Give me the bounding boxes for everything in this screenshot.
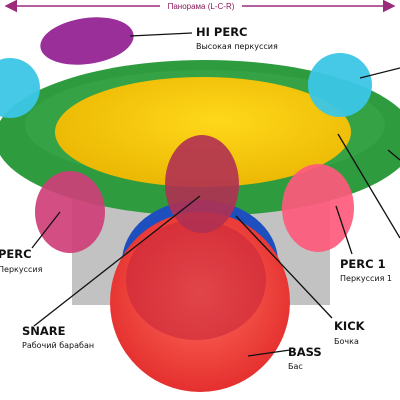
perc-left-title: PERC [0,247,32,261]
leader-lines [31,32,400,357]
leader-snare [33,195,201,327]
perc1-circle [282,164,354,252]
label-hi-perc: HI PERC Высокая перкуссия [196,25,278,51]
bass-subtitle: Бас [288,362,303,371]
leader-bass [247,349,291,357]
label-kick: KICK Бочка [334,319,366,346]
perc1-title: PERC 1 [340,257,386,271]
label-perc1: PERC 1 Перкуссия 1 [340,257,392,283]
label-bass: BASS Бас [288,345,322,371]
leader-right-top [359,67,400,79]
kick-subtitle: Бочка [334,337,359,346]
leader-perc1 [335,205,353,255]
panorama-label-bg [160,0,242,12]
leader-right-edge [387,149,400,161]
leader-kick [235,215,333,319]
hi-perc-title: HI PERC [196,25,248,39]
label-snare: SNARE Рабочий барабан [22,324,94,350]
leader-hi-perc [129,32,193,37]
leader-perc [31,211,61,249]
snare-ellipse [165,135,239,233]
hi-perc-ellipse [40,17,134,65]
panorama-axis: Панорама (L-C-R) [4,0,396,13]
snare-title: SNARE [22,324,66,338]
leader-right-mid [337,133,400,239]
cyan-sphere-left [0,58,40,118]
bass-inner [126,220,266,340]
bass-title: BASS [288,345,322,359]
perc-left-circle [35,171,105,253]
label-perc-left: PERC Перкуссия [0,247,43,274]
perc1-subtitle: Перкуссия 1 [340,274,392,283]
perc-left-subtitle: Перкуссия [0,265,43,274]
cyan-sphere-right [308,53,372,117]
hi-perc-subtitle: Высокая перкуссия [196,42,278,51]
panorama-label: Панорама (L-C-R) [168,2,235,11]
yellow-ellipse [55,77,351,187]
snare-subtitle: Рабочий барабан [22,341,94,350]
kick-title: KICK [334,319,366,333]
